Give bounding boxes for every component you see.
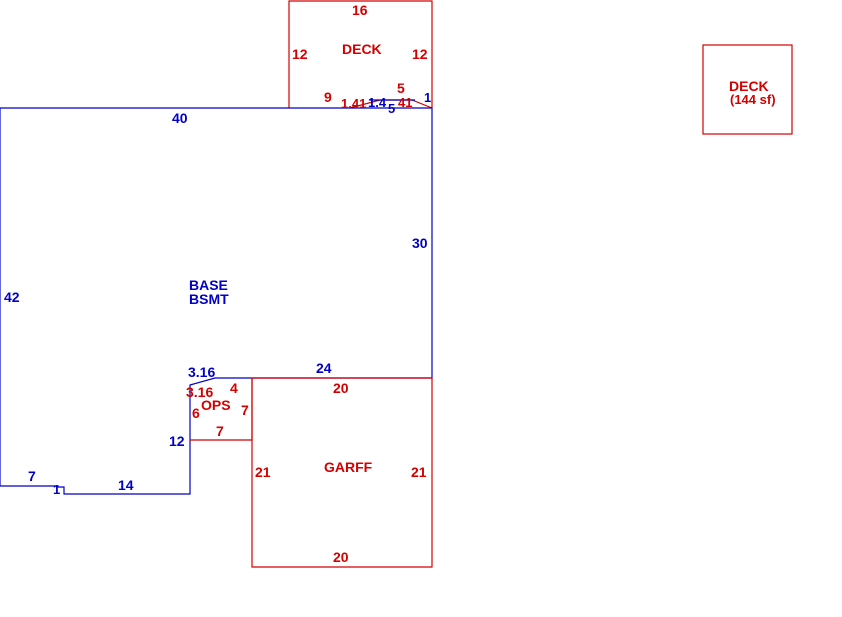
dim-deck-right: 12 [412,46,428,62]
dim-deck-cluster4: 41 [398,95,412,110]
basement-label-line1: BASE [189,277,228,293]
dim-base-left: 42 [4,289,20,305]
basement-outline [0,107,433,495]
dim-garage-right: 21 [411,464,427,480]
dim-base-7: 7 [28,468,36,484]
dim-base-316: 3.16 [188,364,215,380]
dim-ops-316: 3.16 [186,384,213,400]
dim-deck-9: 9 [324,89,332,105]
dim-deck-cluster: 1.41 [341,96,366,111]
dim-deck-1: 1 [424,90,431,105]
deck-side-outline [702,44,793,135]
dim-base-right: 30 [412,235,428,251]
garage-outline [251,377,433,568]
deck-top-label: DECK [342,41,382,57]
dim-deck-left: 12 [292,46,308,62]
deck-side-label: DECK [729,78,769,94]
dim-garage-top: 20 [333,380,349,396]
dim-base-1: 1 [53,482,60,497]
dim-base-12: 12 [169,433,185,449]
dim-deck-cluster3: 5 [388,101,395,116]
garage-label: GARFF [324,459,373,475]
deck-top-outline [288,0,433,108]
dim-base-14: 14 [118,477,134,493]
deck-side-area: (144 sf) [730,92,776,107]
basement-label-line2: BSMT [189,291,229,307]
dim-garage-bottom: 20 [333,549,349,565]
dim-garage-left: 21 [255,464,271,480]
dim-ops-4: 4 [230,380,238,396]
ops-label: OPS [201,397,231,413]
dim-ops-7-bottom: 7 [216,423,224,439]
dim-deck-top: 16 [352,2,368,18]
dim-base-top: 40 [172,110,188,126]
dim-ops-7-right: 7 [241,402,249,418]
dim-ops-6: 6 [192,405,200,421]
dim-deck-5: 5 [397,80,405,96]
dim-deck-cluster2: 1.4 [368,95,387,110]
dim-base-24: 24 [316,360,332,376]
